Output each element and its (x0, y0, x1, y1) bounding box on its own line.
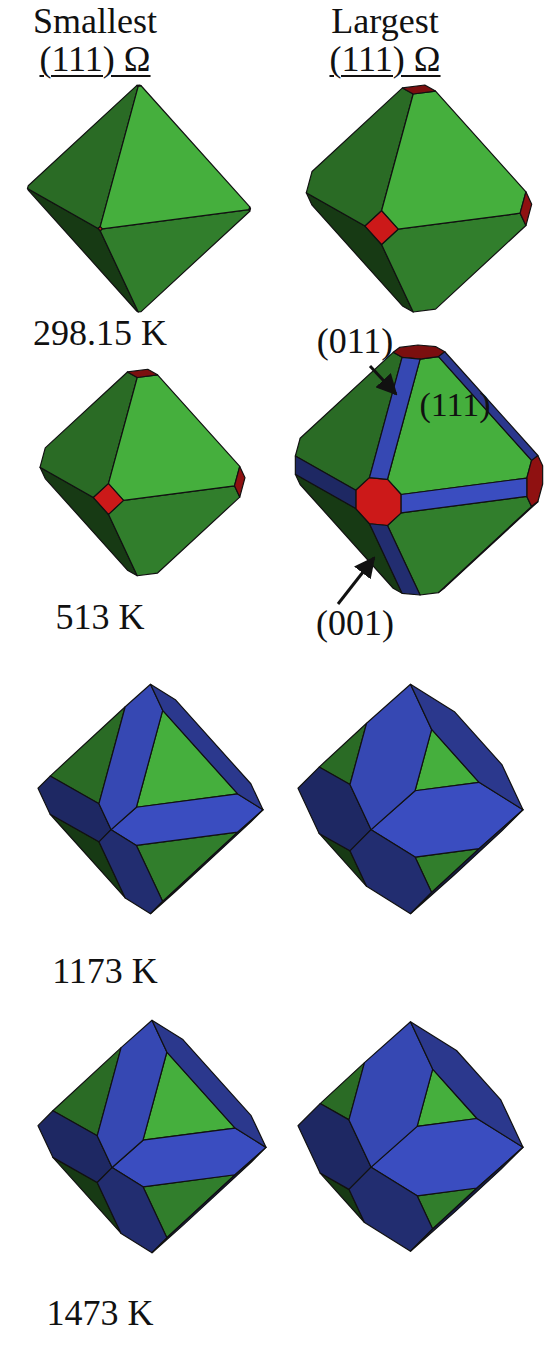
crystal-facet (97, 1020, 167, 1167)
crystal-facet (393, 345, 445, 359)
crystal-facet (411, 1022, 524, 1147)
crystal-facet (100, 86, 250, 229)
crystal-facet (411, 810, 524, 914)
crystal-facet (108, 375, 239, 501)
facet-label: (001) (316, 604, 394, 644)
crystal-facet (411, 1147, 524, 1251)
crystal-facet (93, 484, 123, 515)
temperature-label: 513 K (56, 598, 145, 638)
crystal-facet (411, 684, 524, 809)
crystal-facet (98, 227, 102, 231)
temperature-label: 1473 K (47, 1294, 154, 1334)
crystal-facet (152, 1020, 266, 1147)
crystal-facet (356, 478, 401, 526)
crystal-facet (249, 207, 250, 211)
crystal-facet (38, 776, 111, 842)
crystal-facet (234, 466, 245, 497)
crystal-facet (349, 1167, 433, 1251)
facet-label: (011) (317, 322, 394, 362)
crystal-facet (152, 1147, 266, 1252)
column-subheading: (111) Ω (39, 40, 150, 80)
crystal-facet (370, 524, 421, 595)
crystal-facet (97, 1168, 167, 1253)
crystal-facet (527, 455, 543, 506)
crystal-facet (350, 830, 432, 914)
crystal-facet (520, 192, 532, 226)
crystal-facet (370, 357, 421, 479)
column-heading: Largest (331, 2, 438, 42)
wulff-shapes (27, 85, 542, 1253)
temperature-label: 1173 K (52, 952, 158, 992)
crystal-facet (151, 684, 264, 809)
leader-line (370, 366, 396, 394)
leader-line (338, 558, 374, 604)
temperature-label: 298.15 K (33, 314, 167, 354)
crystal-facet (402, 85, 435, 94)
facet-label: (111) (419, 386, 490, 423)
crystal-facet (295, 456, 355, 509)
crystal-facet (127, 369, 157, 377)
crystal-facet (151, 810, 264, 914)
crystal-facet (99, 830, 163, 914)
crystal-facet (365, 211, 398, 245)
crystal-facet (401, 478, 527, 513)
crystal-facet (439, 502, 538, 593)
column-subheading: (111) Ω (329, 40, 440, 80)
crystal-facet (382, 91, 526, 229)
crystal-facet (99, 684, 163, 829)
column-heading: Smallest (33, 2, 157, 42)
crystal-facet (350, 684, 432, 829)
crystal-facet (137, 85, 141, 86)
